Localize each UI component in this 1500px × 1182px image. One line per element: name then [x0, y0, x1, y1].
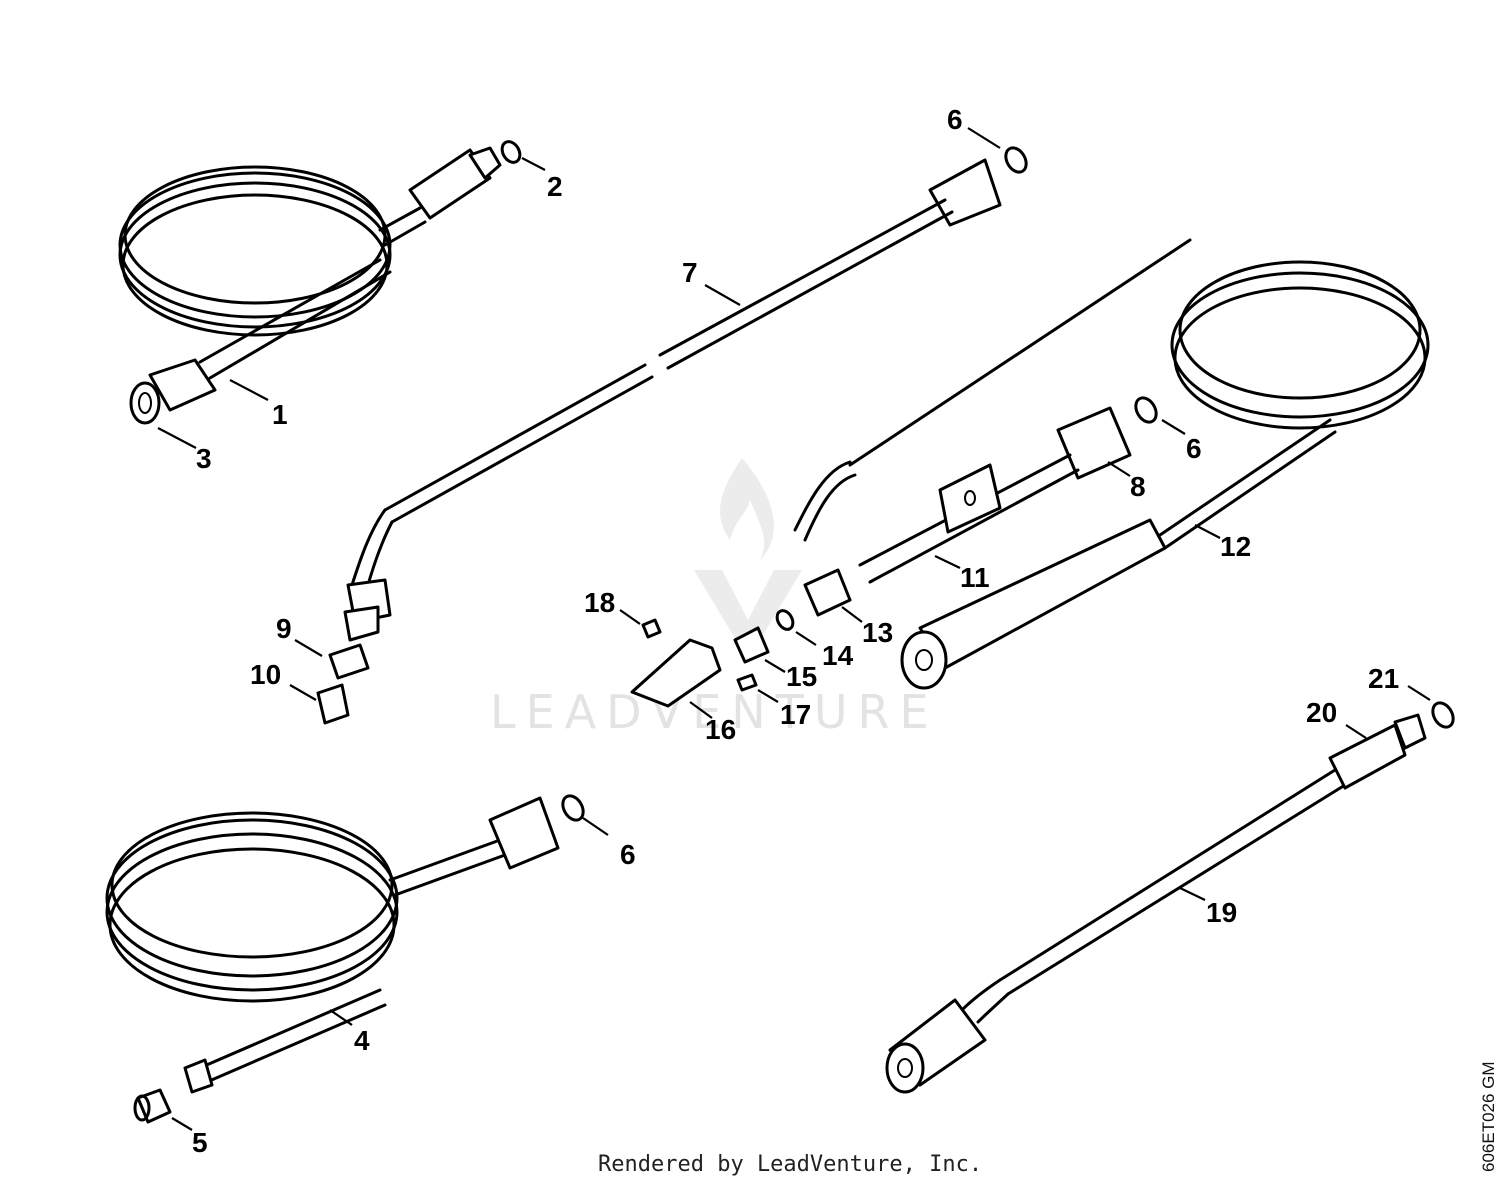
- callout-11: 11: [960, 562, 990, 593]
- callout-13: 13: [862, 617, 893, 648]
- callout-20: 20: [1306, 697, 1337, 728]
- part-2-o-ring: [500, 140, 522, 164]
- part-20-fitting: [1328, 723, 1407, 790]
- part-15-insert: [733, 626, 770, 664]
- part-18-screw: [641, 618, 662, 639]
- drawing-code: 606ET026 GM: [1479, 1061, 1498, 1172]
- callout-19: 19: [1206, 897, 1237, 928]
- callout-18: 18: [584, 587, 615, 618]
- part-3-fitting: [148, 358, 217, 412]
- callout-1: 1: [272, 399, 288, 430]
- part-6-o-ring-bottom: [561, 794, 585, 822]
- part-7-lance: [343, 158, 1002, 642]
- callout-15: 15: [786, 661, 817, 692]
- callout-6-bottom: 6: [620, 839, 636, 870]
- part-4-hose-coil: [105, 796, 560, 1094]
- part-1-hose-coil: [118, 146, 502, 425]
- callout-6-right: 6: [1186, 433, 1202, 464]
- part-8-11-assembly: [858, 406, 1132, 584]
- watermark: LEADVENTURE: [490, 458, 939, 739]
- part-17-pin: [736, 673, 758, 692]
- part-6-o-ring-right: [1134, 396, 1158, 424]
- callout-16: 16: [705, 714, 736, 745]
- part-21-o-ring: [1431, 701, 1455, 729]
- callout-21: 21: [1368, 663, 1399, 694]
- callout-5: 5: [192, 1127, 208, 1158]
- leader-lines: [157, 127, 1431, 1131]
- part-12-hose-coil: [793, 238, 1430, 690]
- part-13-nozzle: [803, 568, 852, 617]
- callout-labels: 1 2 3 4 5 6 7 8 9 10 11 12 13 14 15 16 1…: [192, 104, 1399, 1158]
- part-19-20-lance: [885, 713, 1427, 1094]
- watermark-text: LEADVENTURE: [490, 685, 939, 739]
- callout-7: 7: [682, 257, 698, 288]
- callout-17: 17: [780, 699, 811, 730]
- part-11-clamp: [938, 463, 1002, 534]
- footer-credit: Rendered by LeadVenture, Inc.: [598, 1152, 982, 1177]
- part-14-o-ring: [775, 609, 795, 631]
- callout-14: 14: [822, 640, 854, 671]
- callout-2: 2: [547, 171, 563, 202]
- part-10-nozzle: [316, 683, 350, 725]
- callout-6-top: 6: [947, 104, 963, 135]
- part-9-nut: [328, 643, 370, 680]
- watermark-v-icon: [694, 570, 802, 660]
- callout-3: 3: [196, 443, 212, 474]
- watermark-flame-icon: [720, 458, 774, 560]
- callout-10: 10: [250, 659, 281, 690]
- callout-12: 12: [1220, 531, 1251, 562]
- callout-4: 4: [354, 1025, 370, 1056]
- part-6-o-ring-top: [1004, 146, 1028, 174]
- callout-9: 9: [276, 613, 292, 644]
- callout-8: 8: [1130, 471, 1146, 502]
- part-8-nut: [1056, 406, 1132, 480]
- part-16-nozzle-head: [630, 638, 722, 708]
